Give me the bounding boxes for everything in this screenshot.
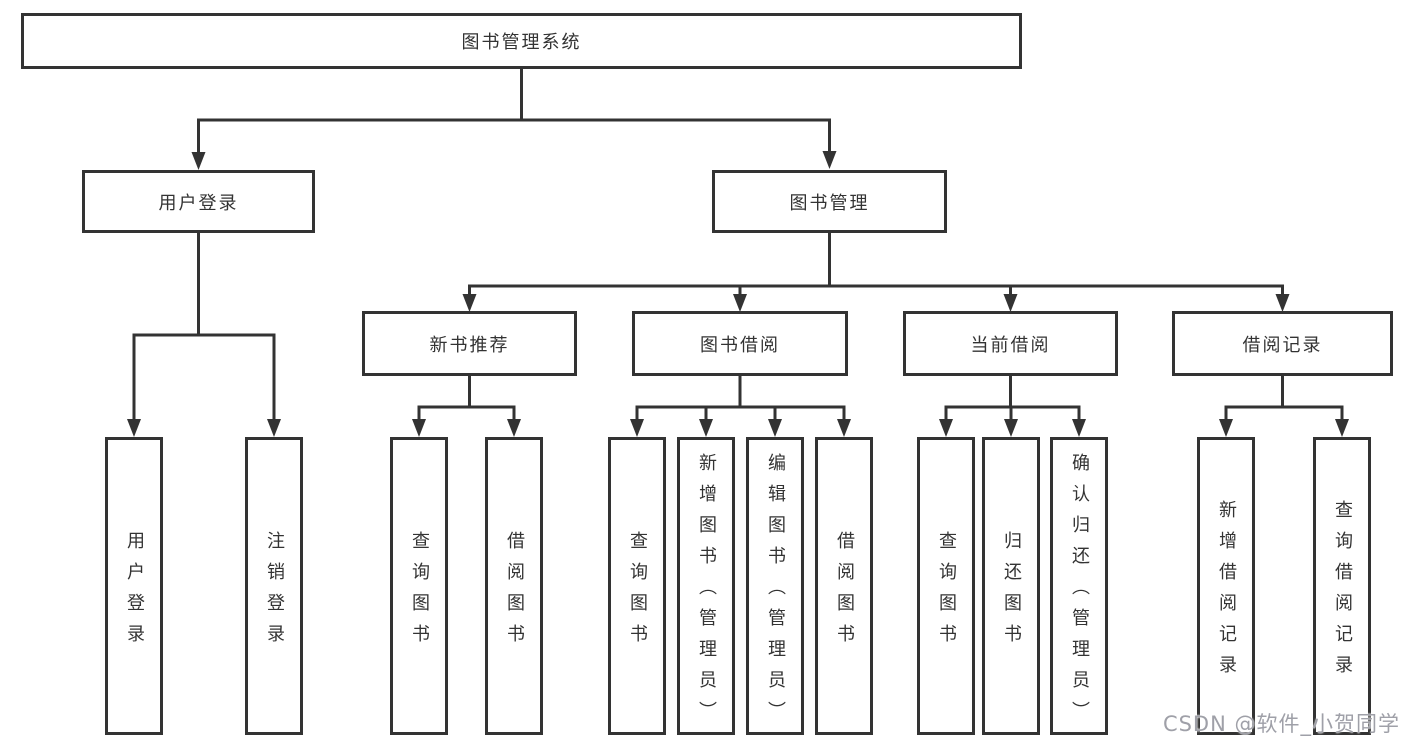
leaf-query-books-borrow: 查询图书 xyxy=(608,437,666,735)
node-user-login: 用户登录 xyxy=(82,170,315,233)
connector-records-to-leaves xyxy=(1219,374,1349,437)
leaf-label: 确认归还（管理员） xyxy=(1069,453,1090,732)
leaf-query-books-current: 查询图书 xyxy=(917,437,975,735)
node-label: 当前借阅 xyxy=(970,334,1051,356)
csdn-watermark: CSDN @软件_小贺同学 xyxy=(1162,712,1400,736)
connector-borrow-to-leaves xyxy=(630,374,851,437)
leaf-label: 查询图书 xyxy=(409,530,430,655)
connector-root-to-level2 xyxy=(191,67,837,170)
leaf-query-borrow-record: 查询借阅记录 xyxy=(1313,437,1371,735)
leaf-query-books-recommend: 查询图书 xyxy=(390,437,448,735)
node-label: 新书推荐 xyxy=(429,334,510,356)
connector-current-to-leaves xyxy=(939,374,1086,437)
leaf-label: 查询图书 xyxy=(627,530,648,655)
node-current-borrow: 当前借阅 xyxy=(903,311,1118,376)
connector-mgmt-to-level3 xyxy=(462,230,1290,312)
leaf-logout: 注销登录 xyxy=(245,437,303,735)
leaf-add-books-admin: 新增图书（管理员） xyxy=(677,437,735,735)
node-book-borrow: 图书借阅 xyxy=(632,311,848,376)
node-label: 图书借阅 xyxy=(700,334,780,356)
leaf-label: 借阅图书 xyxy=(834,530,855,655)
leaf-label: 编辑图书（管理员） xyxy=(765,453,786,732)
node-book-management: 图书管理 xyxy=(712,170,947,233)
leaf-label: 查询借阅记录 xyxy=(1332,499,1353,686)
leaf-label: 借阅图书 xyxy=(504,530,525,655)
leaf-user-login: 用户登录 xyxy=(105,437,163,735)
leaf-return-books: 归还图书 xyxy=(982,437,1040,735)
leaf-label: 查询图书 xyxy=(936,530,957,655)
node-system-root: 图书管理系统 xyxy=(21,13,1022,69)
leaf-edit-books-admin: 编辑图书（管理员） xyxy=(746,437,804,735)
node-label: 图书管理 xyxy=(789,192,870,214)
node-label: 用户登录 xyxy=(158,192,239,214)
leaf-label: 注销登录 xyxy=(264,530,285,655)
connector-recommend-to-leaves xyxy=(412,374,521,437)
leaf-confirm-return-admin: 确认归还（管理员） xyxy=(1050,437,1108,735)
node-borrow-records: 借阅记录 xyxy=(1172,311,1393,376)
connector-login-to-leaves xyxy=(127,231,281,437)
node-new-book-recommend: 新书推荐 xyxy=(362,311,577,376)
leaf-label: 新增图书（管理员） xyxy=(696,453,717,732)
leaf-add-borrow-record: 新增借阅记录 xyxy=(1197,437,1255,735)
leaf-label: 新增借阅记录 xyxy=(1216,499,1237,686)
leaf-label: 用户登录 xyxy=(124,530,145,655)
node-label: 图书管理系统 xyxy=(461,32,582,53)
leaf-label: 归还图书 xyxy=(1001,530,1022,655)
leaf-borrow-books: 借阅图书 xyxy=(815,437,873,735)
leaf-borrow-books-recommend: 借阅图书 xyxy=(485,437,543,735)
node-label: 借阅记录 xyxy=(1242,334,1323,356)
